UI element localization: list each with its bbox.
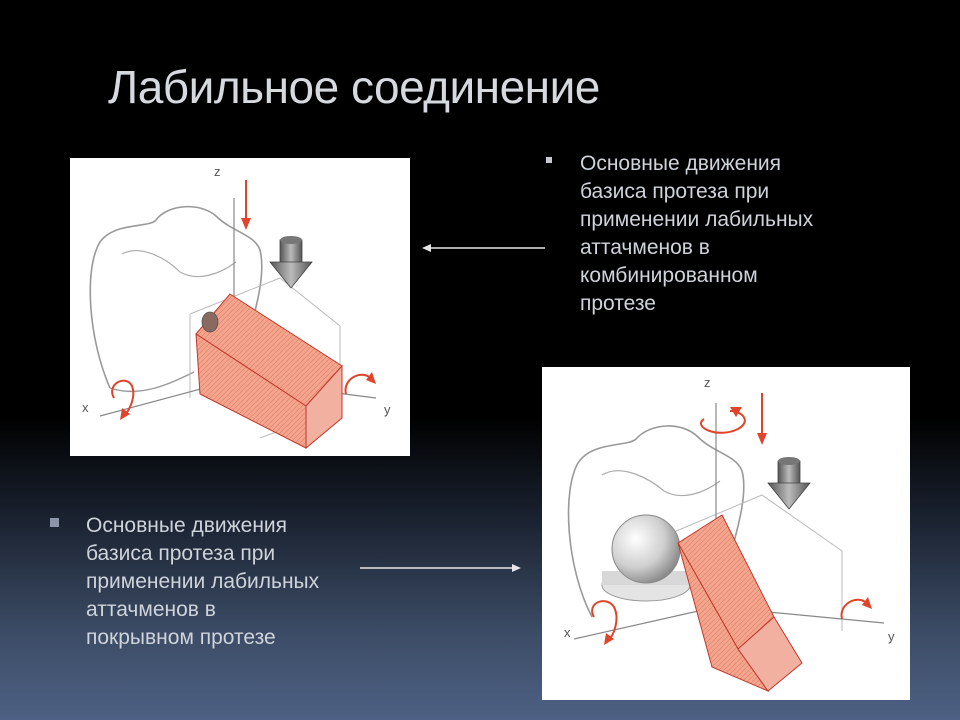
connector-arrow-right xyxy=(360,564,521,572)
diagram-tooth-ball-attachment: z x y xyxy=(564,375,895,693)
axis-y-label: y xyxy=(888,629,895,644)
bullet-line: Основные движения xyxy=(580,152,782,175)
bullet-line: протезе xyxy=(580,292,656,315)
axis-x-label: x xyxy=(564,625,571,640)
diagram-tooth-attachment: z x y xyxy=(82,164,391,450)
connector-arrow-left xyxy=(422,244,545,252)
bullet-line: базиса протеза при xyxy=(86,542,276,565)
bullet-line: применении лабильных xyxy=(86,570,320,593)
bullet-combined-prosthesis: Основные движения базиса протеза при при… xyxy=(546,150,814,318)
force-arrow-icon xyxy=(767,457,811,510)
axis-z-label: z xyxy=(704,375,711,390)
bullet-line: применении лабильных xyxy=(580,208,814,231)
force-arrow-icon xyxy=(269,236,313,289)
bullet-line: аттачменов в xyxy=(580,236,710,259)
axis-y-label: y xyxy=(384,402,391,417)
attachment-block xyxy=(195,293,343,450)
figure-overdenture-attachment: z x y xyxy=(542,367,910,700)
ball-attachment xyxy=(601,514,691,602)
bullet-line: Основные движения xyxy=(86,514,288,537)
bullet-line: комбинированном xyxy=(580,264,758,287)
axis-z-label: z xyxy=(214,164,221,179)
axis-x-label: x xyxy=(82,400,89,415)
bullet-line: базиса протеза при xyxy=(580,180,770,203)
slide-title: Лабильное соединение xyxy=(108,61,600,113)
bullet-line: покрывном протезе xyxy=(86,626,276,649)
figure-combined-attachment: z x y xyxy=(70,158,410,456)
bullet-marker xyxy=(50,518,59,527)
attachment-block xyxy=(677,514,803,693)
bullet-overdenture-prosthesis: Основные движения базиса протеза при при… xyxy=(50,512,320,652)
bullet-marker xyxy=(546,157,552,163)
bullet-line: аттачменов в xyxy=(86,598,216,621)
